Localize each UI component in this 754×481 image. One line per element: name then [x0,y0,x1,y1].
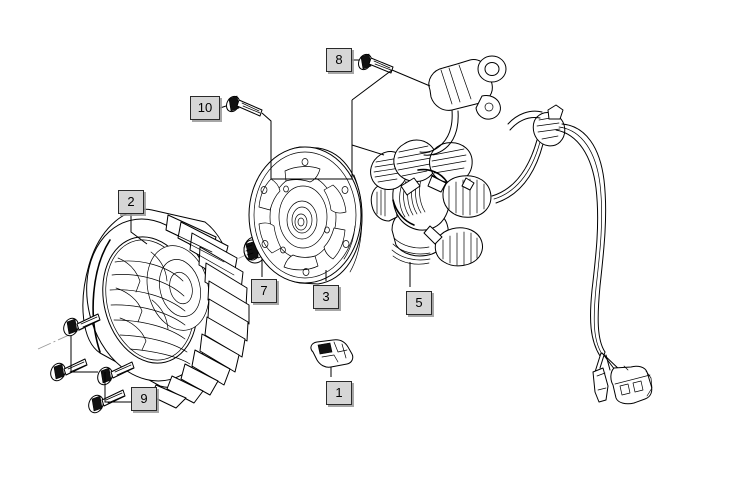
callout-label-3[interactable]: 3 [313,285,339,309]
screw [63,313,101,337]
stator-assembly-part [370,139,492,267]
flywheel-rotor-part [248,146,363,285]
cooling-fan-part [82,208,250,409]
fan-screws [50,313,135,414]
callout-label-1[interactable]: 1 [326,381,352,405]
wiring-harness [491,104,653,405]
screw [50,358,88,382]
callout-2-leader [130,214,148,245]
callout-label-10[interactable]: 10 [190,96,220,120]
pickup-coil-part [419,55,507,156]
callout-10-leader [219,100,385,180]
callout-8-leader [351,59,431,101]
screw [97,361,135,386]
callout-label-8[interactable]: 8 [326,48,352,72]
callout-label-9[interactable]: 9 [131,387,157,411]
callout-label-5[interactable]: 5 [406,291,432,315]
woodruff-key-part [310,339,354,368]
pickup-coil-screw [358,53,394,74]
fan-blades [150,214,250,409]
stator-mounting-screw [226,95,263,117]
callout-label-7[interactable]: 7 [251,279,277,303]
callout-label-2[interactable]: 2 [118,190,144,214]
